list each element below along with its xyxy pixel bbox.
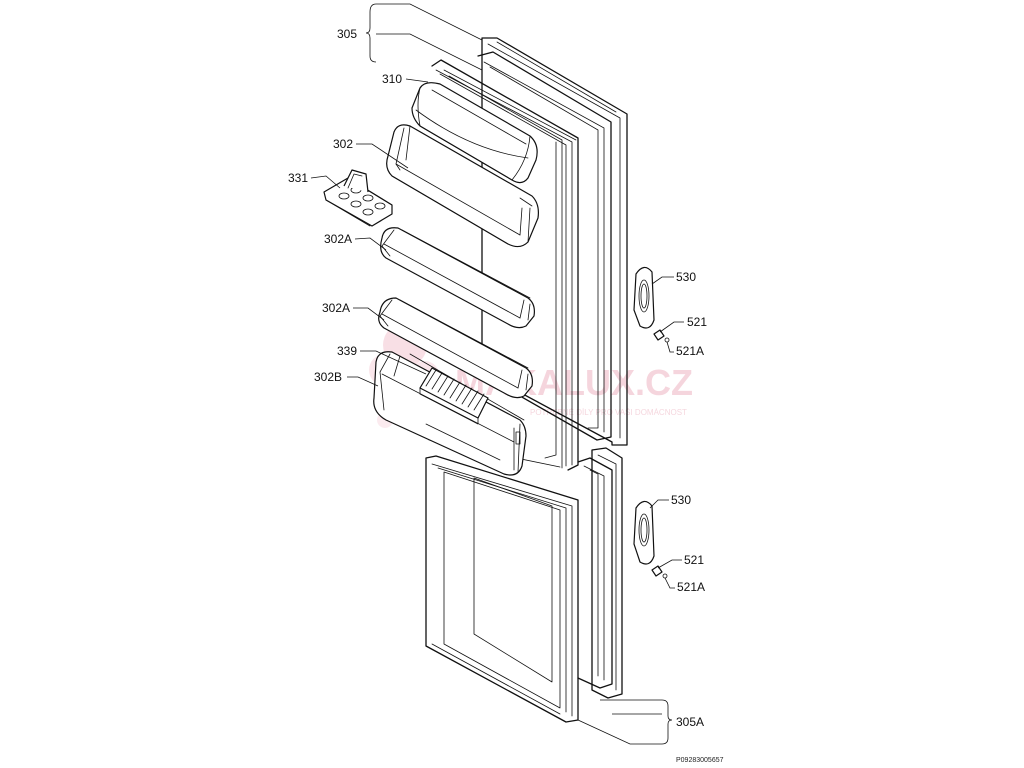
upper-door-inner-liner — [477, 51, 612, 441]
lower-door-gasket — [425, 455, 579, 723]
door-bin-302b: 302B — [314, 351, 527, 476]
label-302B: 302B — [314, 370, 342, 384]
reference-code: P09283005657 — [676, 757, 724, 764]
label-530-top: 530 — [676, 270, 696, 284]
lower-door-inner-liner — [577, 457, 613, 689]
label-302A-2: 302A — [322, 301, 350, 315]
egg-tray-331: 331 — [288, 169, 393, 227]
label-305A: 305A — [676, 715, 704, 729]
upper-door-gasket — [428, 59, 579, 471]
door-shelf-302a-2: 302A — [322, 297, 533, 399]
lower-door-outer-panel — [591, 447, 623, 699]
label-302A-1: 302A — [324, 232, 352, 246]
label-521A-bottom: 521A — [677, 580, 705, 594]
label-305: 305 — [337, 27, 357, 41]
door-shelf-302: 302 — [333, 124, 539, 248]
label-521-top: 521 — [687, 315, 707, 329]
door-bin-top — [411, 82, 538, 184]
label-339: 339 — [337, 344, 357, 358]
bracket-305: 305 — [337, 3, 483, 71]
bottle-holder-339: 339 — [337, 344, 489, 425]
label-530-bottom: 530 — [671, 493, 691, 507]
hinge-hardware-bottom: 530 521 521A — [633, 493, 705, 594]
label-521-bottom: 521 — [684, 553, 704, 567]
bracket-305A: 305A — [577, 699, 704, 745]
door-shelf-302a-1: 302A — [324, 227, 535, 329]
upper-door-outer-panel — [481, 37, 628, 446]
label-310: 310 — [382, 72, 402, 86]
label-331: 331 — [288, 171, 308, 185]
callout-310: 310 — [382, 72, 429, 86]
watermark-subtext: POTŘEBNÉ DÍLY PRO VAŠI DOMÁCNOST — [530, 408, 687, 417]
hinge-hardware-top: 530 521 521A — [633, 266, 707, 358]
label-302: 302 — [333, 137, 353, 151]
label-521A-top: 521A — [676, 344, 704, 358]
